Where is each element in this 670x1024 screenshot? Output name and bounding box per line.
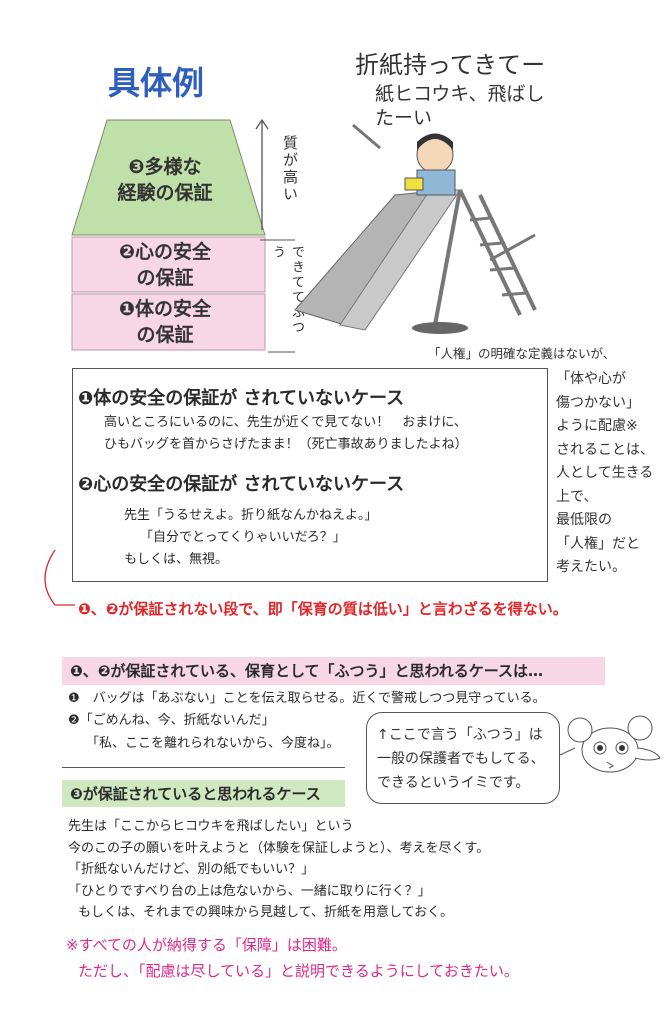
tier3-label: ❸多様な 経験の保証: [117, 156, 213, 204]
normal-item1: ❶ バッグは「あぶない」ことを伝え取らせる。近くで警戒しつつ見守っている。: [68, 691, 546, 706]
side-note-line: されることは、: [556, 441, 654, 458]
page-title: 具体例: [108, 64, 205, 102]
emphasis-mark: [352, 123, 381, 150]
side-note-line: 「人権」だと: [556, 535, 640, 552]
pyramid: [71, 119, 266, 351]
side-note-line: 最低限の: [556, 512, 612, 528]
good-section-body: 先生は「ここからヒコウキを飛ばしたい」という 今のこの子の願いを叶えようと（体験…: [68, 816, 489, 924]
divider: [62, 767, 345, 768]
normal-label: できててふつう: [270, 245, 304, 335]
normal-item2-line2: 「私、ここを離れられないから、今度ね」。: [86, 736, 340, 751]
pointer-curve-icon: [44, 549, 75, 606]
good-line: 先生は「ここからヒコウキを飛ばしたい」という: [68, 819, 354, 834]
sheep-mascot-icon: [559, 715, 661, 773]
bubble-line1: ↑ここで言う「ふつう」は: [377, 727, 543, 743]
case2-line1: 先生「うるせえよ。折り紙なんかねえよ。」: [124, 508, 378, 523]
side-note-line: 考えたい。: [556, 559, 626, 575]
case2-title: ❷心の安全の保証が されていないケース: [78, 474, 405, 495]
side-note-line: 人として生きる: [556, 465, 654, 481]
side-note-line: ように配慮※: [556, 418, 638, 434]
quality-label: 質が高い: [281, 135, 299, 203]
side-note: 「体や心が 傷つかない」 ように配慮※ されることは、 人として生きる 上で、 …: [556, 368, 666, 580]
footnote-line1: ※すべての人が納得する「保障」は困難。: [66, 936, 347, 954]
case1-line2: ひもバッグを首からさげたまま！（死亡事故ありましたよね）: [104, 437, 468, 452]
good-line: 今のこの子の願いを叶えようと（体験を保証しようと）、考えを尽くす。: [68, 840, 490, 856]
slide-illustration: [294, 123, 537, 334]
tier1-shape: [71, 293, 266, 351]
warning-text: ❶、❷が保証されない段で、即「保育の質は低い」と言わざるを得ない。: [78, 600, 568, 618]
speech-bubble: ↑ここで言う「ふつう」は 一般の保護者でもしてる、 できるというイミです。: [366, 712, 560, 804]
speech-line2: 紙ヒコウキ、飛ばしたーい: [375, 83, 545, 129]
footnote-line2: ただし、「配慮は尽している」と説明できるようにしておきたい。: [78, 962, 519, 980]
case2-line3: もしくは、無視。: [124, 552, 229, 567]
case1-title: ❶体の安全の保証が されていないケース: [78, 388, 405, 409]
speech-line1: 折紙持ってきてー: [355, 51, 546, 79]
case1-line1: 高いところにいるのに、先生が近くで見てない！ おまけに、: [104, 415, 467, 430]
side-note-heading: 「人権」の明確な定義はないが、: [428, 346, 616, 361]
side-note-line: 傷つかない」: [556, 394, 640, 411]
side-note-line: 「体や心が: [556, 371, 626, 387]
bubble-line2: 一般の保護者でもしてる、: [377, 751, 545, 767]
bubble-line3: できるというイミです。: [377, 775, 530, 791]
tier1-label: ❶体の安全 の保証: [118, 298, 212, 346]
tier2-shape: [71, 236, 266, 293]
good-line: 「折紙ないんだけど、別の紙でもいい？」: [68, 862, 315, 877]
good-line: もしくは、それまでの興味から見越して、折紙を用意しておく。: [78, 905, 454, 920]
quality-arrow-icon: [255, 118, 295, 353]
normal-section-header: ❶、❷が保証されている、保育として「ふつう」と思われるケースは…: [62, 657, 605, 685]
tier2-label: ❷心の安全 の保証: [118, 241, 212, 289]
case-box: [72, 368, 548, 582]
good-line: 「ひとりですべり台の上は危ないから、一緒に取りに行く？」: [68, 883, 431, 899]
emphasis-mark: [489, 233, 536, 262]
good-section-header: ❸が保証されていると思われるケース: [62, 780, 345, 807]
case2-line2: 「自分でとってくりゃいいだろ？」: [140, 530, 346, 545]
normal-item2-line1: ❷「ごめんね、今、折紙ないんだ」: [68, 713, 275, 728]
tier3-shape: [71, 119, 266, 236]
side-note-line: 上で、: [556, 488, 598, 505]
